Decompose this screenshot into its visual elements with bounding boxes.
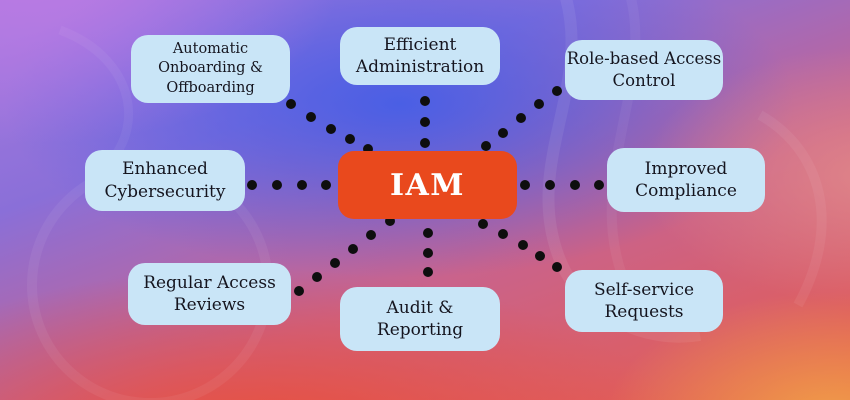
- connector-dot-to-automatic-onboarding: [363, 144, 373, 154]
- connector-dot-to-role-based-access: [534, 99, 544, 109]
- node-audit-reporting: Audit &Reporting: [340, 287, 500, 351]
- connector-dot-to-enhanced-cybersecurity: [297, 180, 307, 190]
- node-label-line: Control: [612, 71, 676, 90]
- connector-dot-to-regular-access-reviews: [312, 272, 322, 282]
- node-label-line: Regular Access: [143, 272, 276, 293]
- connector-dot-to-efficient-administration: [420, 117, 430, 127]
- connector-dot-to-regular-access-reviews: [348, 244, 358, 254]
- connector-dot-to-self-service-requests: [535, 251, 545, 261]
- connector-dot-to-improved-compliance: [594, 180, 604, 190]
- connector-dot-to-self-service-requests: [478, 219, 488, 229]
- connector-dot-to-audit-reporting: [423, 267, 433, 277]
- connector-dot-to-self-service-requests: [552, 262, 562, 272]
- node-label-line: Requests: [604, 302, 684, 322]
- node-label-line: Enhanced: [122, 159, 208, 180]
- connector-dot-to-role-based-access: [498, 128, 508, 138]
- center-node-label: IAM: [389, 167, 466, 203]
- connector-dot-to-improved-compliance: [570, 180, 580, 190]
- connector-dot-to-automatic-onboarding: [306, 112, 316, 122]
- connector-dot-to-role-based-access: [552, 86, 562, 96]
- connector-dot-to-automatic-onboarding: [345, 134, 355, 144]
- connector-dot-to-efficient-administration: [420, 96, 430, 106]
- connector-dot-to-improved-compliance: [545, 180, 555, 190]
- connector-dot-to-self-service-requests: [518, 240, 528, 250]
- connector-dot-to-role-based-access: [481, 141, 491, 151]
- node-label-line: Audit &: [386, 297, 454, 318]
- connector-dot-to-automatic-onboarding: [326, 124, 336, 134]
- connector-dot-to-enhanced-cybersecurity: [272, 180, 282, 190]
- node-label-line: Onboarding &: [158, 60, 263, 77]
- connector-dot-to-audit-reporting: [423, 228, 433, 238]
- connector-dot-to-regular-access-reviews: [385, 216, 395, 226]
- connector-dot-to-self-service-requests: [498, 229, 508, 239]
- connector-dot-to-regular-access-reviews: [366, 230, 376, 240]
- node-label-line: Administration: [355, 57, 485, 77]
- connector-dot-to-regular-access-reviews: [294, 286, 304, 296]
- node-label-line: Automatic: [172, 41, 249, 58]
- connector-dot-to-efficient-administration: [420, 138, 430, 148]
- node-label-line: Offboarding: [166, 79, 255, 96]
- connector-dot-to-enhanced-cybersecurity: [321, 180, 331, 190]
- node-label-line: Role-based Access: [566, 49, 722, 69]
- node-label-line: Reporting: [376, 320, 464, 340]
- node-label-line: Reviews: [173, 295, 246, 315]
- node-label-line: Self-service: [593, 279, 695, 300]
- node-label-line: Compliance: [635, 181, 737, 201]
- connector-dot-to-audit-reporting: [423, 248, 433, 258]
- node-label-line: Improved: [644, 158, 728, 179]
- connector-dot-to-enhanced-cybersecurity: [247, 180, 257, 190]
- connector-dot-to-improved-compliance: [520, 180, 530, 190]
- connector-dot-to-automatic-onboarding: [286, 99, 296, 109]
- connector-dot-to-role-based-access: [516, 113, 526, 123]
- node-label-line: Cybersecurity: [104, 181, 226, 202]
- connector-dot-to-regular-access-reviews: [330, 258, 340, 268]
- node-label-line: Efficient: [383, 34, 457, 55]
- center-node-iam: IAM: [338, 151, 517, 219]
